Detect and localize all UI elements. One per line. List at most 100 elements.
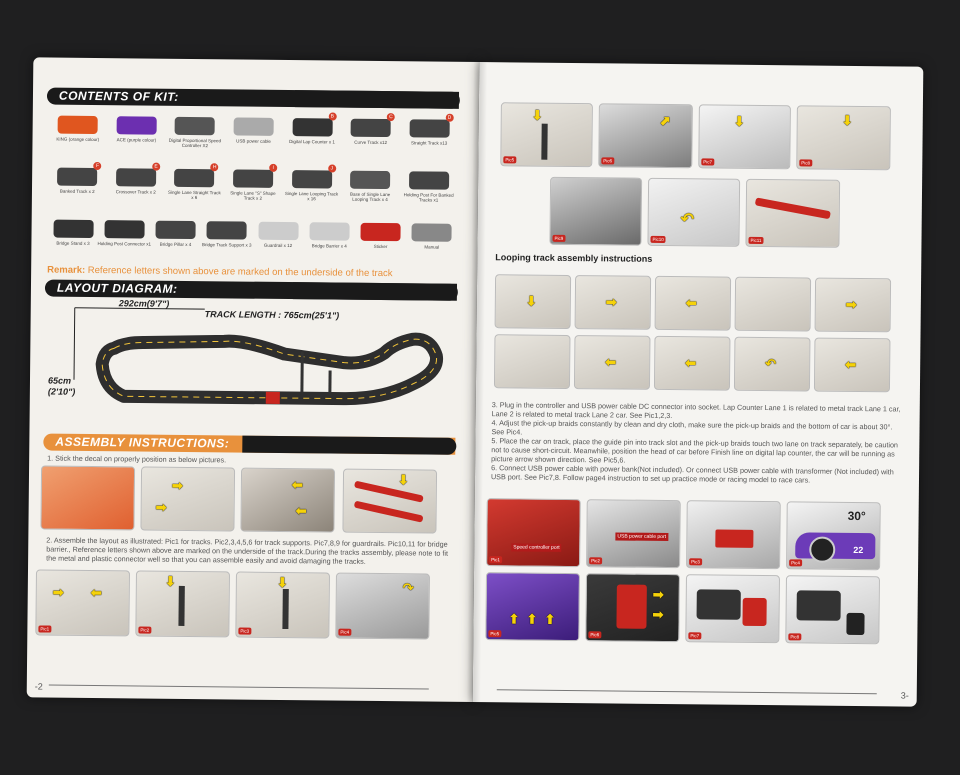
- steps-text: 3. Plug in the controller and USB power …: [491, 400, 904, 485]
- looping-step-photo: ➡: [574, 275, 652, 330]
- assembly-pic-2: ⬇ Pic2: [135, 570, 231, 638]
- kit-item: Bridge Track Support x 3: [199, 221, 255, 248]
- remark: Remark: Reference letters shown above ar…: [47, 264, 393, 280]
- reference-letter: I: [269, 163, 278, 172]
- kit-item: Base of Single Lane Looping Track x 4: [342, 170, 398, 203]
- kit-thumbnail: [116, 116, 157, 135]
- step-6: 6. Connect USB power cable with power ba…: [490, 463, 894, 485]
- looping-step-photo: ⬇: [494, 274, 572, 329]
- manual-spread: CONTENTS OF KIT: KING (orange colour)ACE…: [26, 57, 924, 707]
- kit-item-label: Bridge Track Support x 3: [202, 242, 252, 248]
- step-1: 1. Stick the decal on properly position …: [47, 453, 227, 465]
- track-layout-svg: [73, 307, 444, 406]
- kit-item-label: Digital Proportional Speed Controller X2: [168, 137, 222, 149]
- kit-item-label: Bridge Pillar x 4: [159, 241, 192, 248]
- looping-step-photo: ⬅: [573, 335, 651, 390]
- yellow-arrow-icon: ↶: [765, 356, 777, 372]
- reference-letter: B: [328, 112, 337, 121]
- assembly-pic-1: ➡⬅ Pic1: [35, 569, 131, 637]
- kit-item-label: Bridge Barrier x 4: [311, 243, 347, 249]
- assembly-pic-3: ⬇ Pic3: [235, 571, 330, 639]
- guardrail-pic-9: Pic9: [549, 176, 643, 246]
- step-5: 5. Place the car on track, place the gui…: [491, 436, 899, 465]
- looping-heading: Looping track assembly instructions: [495, 252, 653, 264]
- kit-item-label: KING (orange colour): [56, 136, 100, 143]
- footer-line-right: [496, 689, 877, 695]
- guardrail-pic-7: ⬇ Pic7: [698, 104, 791, 170]
- controller-port-pic-1: Speed controller port Pic1: [486, 498, 581, 568]
- footer-line-left: [48, 684, 429, 690]
- reference-letter: D: [445, 113, 454, 122]
- kit-thumbnail: [53, 219, 94, 238]
- looping-step-photo: ⬅: [654, 275, 732, 331]
- decal-step-photo-3: ⬇: [342, 468, 438, 534]
- decal-sheet-photo: [40, 465, 136, 531]
- looping-step-photo: ↶: [733, 336, 811, 392]
- looping-step-photo: ⬅: [813, 337, 891, 393]
- page-number-left: -2: [34, 681, 43, 692]
- kit-item-label: Holding Post Connector x1: [97, 241, 152, 247]
- kit-thumbnail: [408, 171, 449, 190]
- kit-thumbnail: E: [115, 162, 161, 187]
- pickup-angle-pic-4: 30° 22 Pic4: [786, 501, 881, 571]
- kit-item: Digital Proportional Speed Controller X2: [167, 116, 223, 149]
- kit-item-label: Single Lane "S" Shape Track x 2: [230, 190, 276, 201]
- assembly-banner: ASSEMBLY INSTRUCTIONS:: [43, 433, 456, 455]
- kit-item-label: Holding Post For Banked Tracks x1: [403, 192, 454, 203]
- yellow-arrow-icon: ⬅: [685, 295, 697, 311]
- kit-item-label: USB power cable: [236, 138, 271, 144]
- kit-item-label: Straight Track x13: [411, 140, 448, 146]
- kit-thumbnail: [350, 170, 391, 190]
- right-page: ⬇ Pic5 ⬈ Pic6 ⬇ Pic7 ⬇ Pic8 Pic9 ↶ Pic10…: [472, 62, 924, 707]
- looping-step-photo: ➡: [814, 277, 892, 333]
- reference-letter: F: [93, 161, 102, 171]
- kit-thumbnail: H: [174, 163, 219, 188]
- kit-thumbnail: [360, 222, 401, 242]
- kit-thumbnail: C: [350, 113, 395, 138]
- usb-port-pic-2: USB power cable port Pic2: [586, 499, 681, 569]
- kit-item-label: Curve Track x12: [354, 139, 388, 146]
- page-number-right: 3-: [900, 690, 909, 701]
- kit-item: USB power cable: [225, 117, 281, 144]
- kit-item-label: Sticker: [373, 243, 388, 250]
- kit-item: Bridge Barrier x 4: [301, 222, 357, 249]
- decal-step-photo-1: ➡➡: [140, 466, 236, 532]
- reference-letter: E: [152, 162, 161, 171]
- kit-thumbnail: [206, 221, 248, 240]
- car-number: 22: [853, 544, 864, 556]
- kit-item-label: Guardrail x 12: [263, 242, 293, 249]
- looping-step-photo: [734, 276, 812, 332]
- reference-letter: J: [327, 164, 336, 173]
- barrier-pic-11: Pic11: [745, 178, 841, 248]
- kit-thumbnail: [57, 115, 99, 135]
- kit-thumbnail: [104, 220, 145, 239]
- kit-item-label: ACE (purple colour): [116, 137, 157, 143]
- left-page: CONTENTS OF KIT: KING (orange colour)ACE…: [26, 57, 480, 702]
- kit-thumbnail: [258, 221, 299, 241]
- kit-item-label: Single Lane Straight Track x 6: [167, 189, 221, 201]
- car-position-pic-6: ➡➡ Pic6: [585, 573, 680, 643]
- yellow-arrow-icon: ⬅: [845, 356, 857, 372]
- yellow-arrow-icon: ⬅: [605, 354, 617, 370]
- looping-step-photo: [493, 334, 571, 389]
- barrier-pic-10: ↶ Pic10: [647, 177, 741, 247]
- support-pic-5: ⬇ Pic5: [500, 102, 593, 168]
- decal-step-photo-2: ⬅⬅: [240, 467, 336, 533]
- kit-thumbnail: [233, 117, 274, 136]
- kit-item: D Straight Track x13: [401, 113, 457, 146]
- guardrail-pic-8: ⬇ Pic8: [796, 105, 891, 171]
- kit-thumbnail: F: [57, 161, 102, 187]
- reference-letter: H: [210, 163, 219, 172]
- kit-item: Manual: [404, 223, 460, 250]
- kit-item: Bridge Stand x 3: [45, 219, 101, 246]
- yellow-arrow-icon: ➡: [845, 296, 857, 312]
- kit-item-label: Base of Single Lane Looping Track x 4: [349, 191, 391, 203]
- kit-item-label: Crossover Track x 2: [115, 189, 156, 195]
- kit-thumbnail: D: [409, 113, 454, 138]
- kit-grid: KING (orange colour) ACE (purple colour) D…: [47, 106, 459, 270]
- looping-photo-grid: ⬇➡⬅➡⬅⬅↶⬅: [479, 62, 923, 393]
- reference-letter: C: [386, 113, 395, 122]
- kit-item: ACE (purple colour): [108, 116, 164, 143]
- yellow-arrow-icon: ⬅: [685, 355, 697, 371]
